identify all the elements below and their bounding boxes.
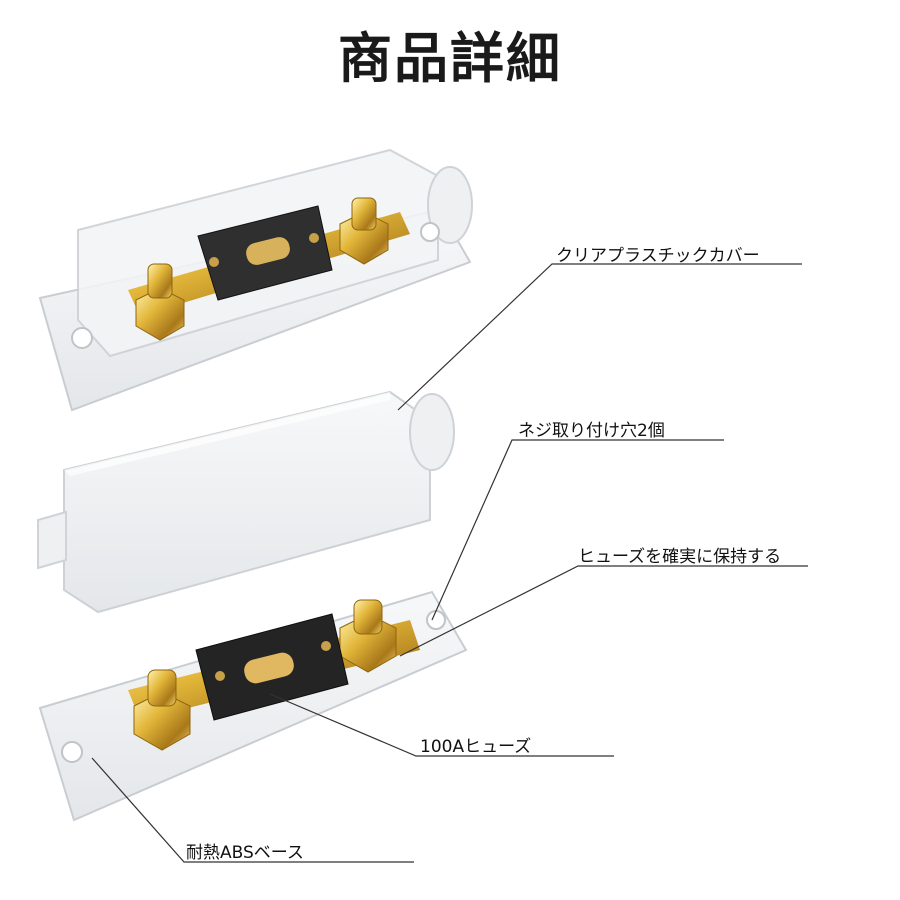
terminal-nut-right-bottom (339, 599, 397, 673)
leader-line-fuse-100a (269, 693, 614, 757)
open-base-with-fuse (38, 590, 468, 822)
page-title: 商品詳細 (338, 27, 562, 90)
terminal-nut-right (339, 197, 389, 265)
label-fuse-hold: ヒューズを確実に保持する (578, 547, 782, 567)
fuse-body-bottom (195, 613, 349, 721)
terminal-nut-left (135, 263, 185, 341)
leader-line-clear-cover (397, 263, 802, 411)
fuse-body-top (197, 205, 333, 301)
label-100a-fuse: 100Aヒューズ (420, 737, 532, 757)
label-clear-plastic-cover: クリアプラスチックカバー (556, 246, 760, 266)
leader-lines (91, 263, 808, 863)
terminal-nut-left-bottom (133, 669, 191, 751)
leader-line-base (91, 757, 414, 863)
clear-plastic-cover (37, 390, 455, 614)
label-abs-base: 耐熱ABSベース (186, 843, 304, 863)
leader-line-screw-holes (431, 439, 724, 621)
assembled-fuse-holder (38, 148, 473, 412)
leader-line-fuse-hold (399, 565, 808, 657)
label-screw-holes: ネジ取り付け穴2個 (518, 421, 665, 441)
